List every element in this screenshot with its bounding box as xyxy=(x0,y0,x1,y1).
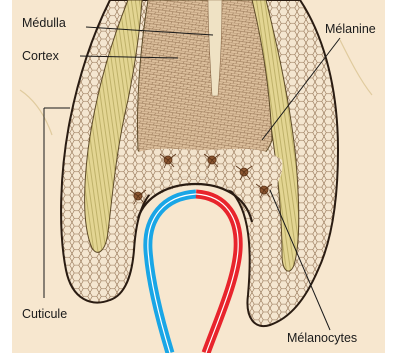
label-cortex: Cortex xyxy=(22,49,60,63)
cortex xyxy=(137,0,272,167)
label-cuticle: Cuticule xyxy=(22,307,67,321)
label-melanin: Mélanine xyxy=(325,22,376,36)
label-medulla: Médulla xyxy=(22,16,66,30)
label-melanocytes: Mélanocytes xyxy=(287,331,357,345)
